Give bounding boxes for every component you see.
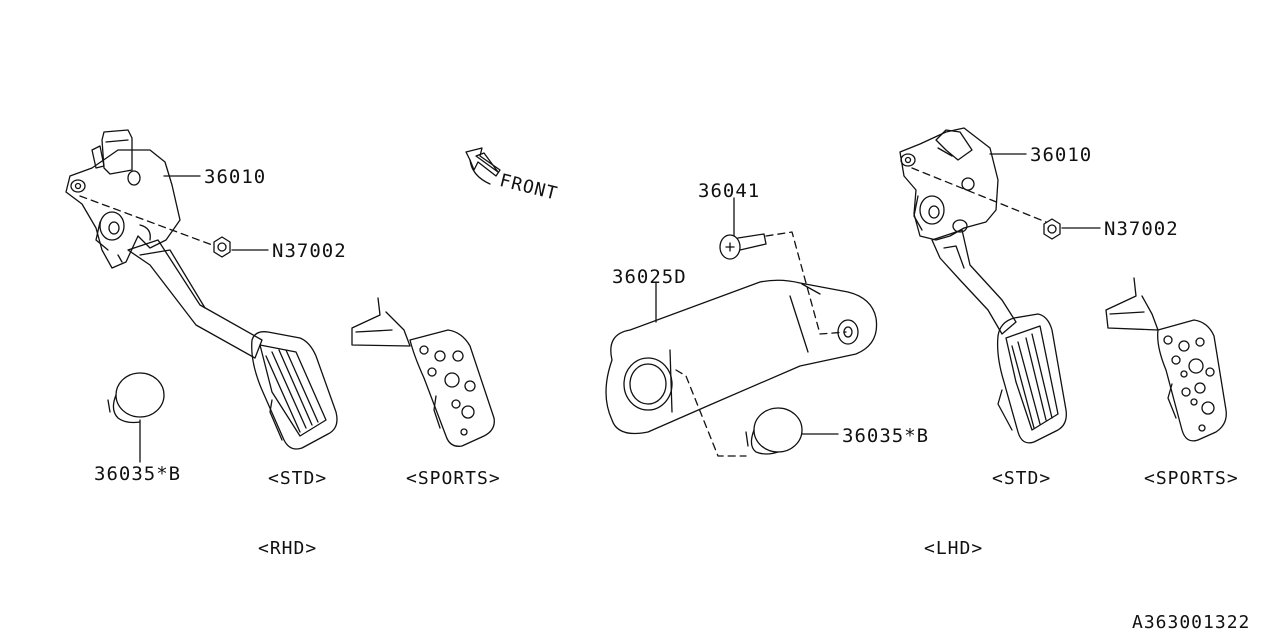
label-lhd-sensor: 36010 — [1030, 144, 1093, 166]
label-lhd: <LHD> — [924, 538, 984, 559]
figure-id: A363001322 — [1132, 612, 1251, 633]
label-bracket: 36025D — [612, 266, 687, 288]
label-lhd-sports: <SPORTS> — [1144, 468, 1239, 489]
rhd-stopper — [107, 372, 165, 463]
label-lhd-nut: N37002 — [1104, 218, 1179, 240]
bolt-36041 — [719, 197, 767, 260]
label-bracket-stopper: 36035*B — [842, 425, 930, 447]
bracket-36025d — [605, 231, 878, 457]
label-lhd-std: <STD> — [992, 468, 1052, 489]
label-rhd-std: <STD> — [268, 468, 328, 489]
rhd-sensor-housing — [65, 149, 181, 269]
rhd-nut — [213, 236, 269, 258]
label-bolt: 36041 — [698, 180, 761, 202]
lhd-pedal-pad — [996, 313, 1067, 444]
label-rhd-sensor: 36010 — [204, 166, 267, 188]
rhd-pedal-arm — [127, 239, 263, 359]
label-rhd-nut: N37002 — [272, 240, 347, 262]
label-rhd-stopper: 36035*B — [94, 463, 182, 485]
rhd-pedal-pad — [251, 331, 338, 450]
lhd-sports-pedal — [1105, 277, 1227, 442]
lhd-sensor-housing — [899, 127, 999, 241]
lhd-nut — [1043, 218, 1101, 240]
label-rhd: <RHD> — [258, 538, 318, 559]
bracket-stopper — [745, 407, 839, 455]
rhd-pedal-assembly — [65, 129, 338, 450]
label-rhd-sports: <SPORTS> — [406, 468, 501, 489]
lhd-pedal-arm — [931, 229, 1017, 335]
rhd-sports-pedal — [351, 297, 495, 447]
lhd-pedal-assembly — [899, 127, 1067, 444]
hollow-arrow-up-left-icon — [465, 147, 501, 185]
